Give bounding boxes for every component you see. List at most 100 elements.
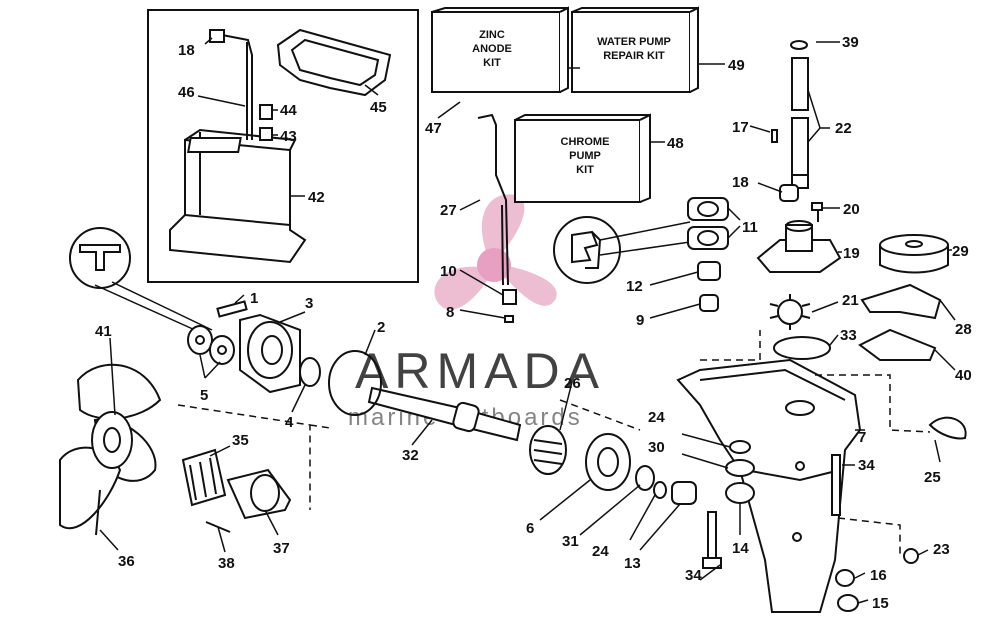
callout-11: 11 (742, 219, 758, 236)
callout-25: 25 (924, 469, 941, 486)
part-18-bushing (779, 184, 799, 202)
seal-detail-callout (69, 227, 131, 289)
callout-46: 46 (178, 84, 195, 101)
part-25-clip (928, 416, 967, 440)
part-32-propeller-shaft (367, 386, 522, 442)
part-6-forward-gear (585, 433, 631, 491)
part-31-bearing (635, 465, 655, 491)
callout-38: 38 (218, 555, 235, 572)
part-1-screw (216, 300, 248, 318)
chrome-kit-line2: PUMP (569, 150, 601, 162)
part-35-clutch-dog (181, 448, 227, 507)
callout-18-upper: 18 (178, 42, 195, 59)
zinc-kit-line2: ANODE (472, 43, 512, 55)
callout-4: 4 (285, 414, 294, 431)
callout-29: 29 (952, 243, 969, 260)
part-12-bushing (697, 261, 721, 281)
callout-26: 26 (564, 375, 581, 392)
part-42-driveshaft-housing (169, 128, 307, 264)
part-46-water-tube (221, 34, 253, 140)
part-45-gasket (276, 28, 392, 97)
part-28-plate (860, 283, 942, 320)
watermark-brand: ARMADA (355, 343, 605, 399)
callout-17: 17 (732, 119, 749, 136)
callout-16: 16 (870, 567, 887, 584)
callout-21: 21 (842, 292, 859, 309)
part-30-pinion (725, 459, 755, 477)
callout-36: 36 (118, 553, 135, 570)
callout-40: 40 (955, 367, 972, 384)
callout-49: 49 (728, 57, 745, 74)
part-20-screw (811, 202, 823, 222)
water-pump-kit-line1: WATER PUMP (597, 36, 671, 48)
callout-30: 30 (648, 439, 665, 456)
callout-31: 31 (562, 533, 579, 550)
callout-12: 12 (626, 278, 643, 295)
part-27-shift-rod (477, 113, 509, 286)
callout-20: 20 (843, 201, 860, 218)
part-9-bushing (699, 294, 719, 312)
part-37-reverse-gear (226, 468, 292, 520)
part-14-pinion-gear (725, 482, 755, 504)
callout-6: 6 (526, 520, 534, 537)
callout-14: 14 (732, 540, 749, 557)
zinc-kit-line3: KIT (483, 57, 501, 69)
part-18-grommet (209, 29, 225, 43)
part-5-seals (187, 325, 235, 365)
callout-28: 28 (955, 321, 972, 338)
callout-numbers: 1 2 3 4 5 6 7 8 9 10 11 12 13 14 15 16 1… (95, 34, 972, 612)
chrome-pump-kit-box: CHROME PUMP KIT (514, 113, 651, 203)
part-39-o-ring (790, 40, 808, 50)
callout-3: 3 (305, 295, 313, 312)
bearing-detail-callout (553, 216, 621, 284)
part-40-gasket (858, 328, 937, 361)
callout-32: 32 (402, 447, 419, 464)
part-15-screw (837, 594, 859, 612)
part-24-washer-lower (653, 481, 667, 499)
chrome-kit-line3: KIT (576, 164, 594, 176)
part-17-pin (771, 129, 778, 143)
part-3-bearing-housing (239, 313, 301, 394)
callout-37: 37 (273, 540, 290, 557)
part-33-o-ring (773, 336, 831, 360)
callout-44: 44 (280, 102, 297, 119)
part-2-o-ring (328, 350, 382, 416)
leader-lines (99, 37, 956, 604)
part-23-screw (903, 548, 919, 564)
callout-22: 22 (835, 120, 852, 137)
callout-23: 23 (933, 541, 950, 558)
callout-35: 35 (232, 432, 249, 449)
chrome-kit-line1: CHROME (561, 136, 610, 148)
callout-15: 15 (872, 595, 889, 612)
callout-10: 10 (440, 263, 457, 280)
callout-41: 41 (95, 323, 112, 340)
callout-39: 39 (842, 34, 859, 51)
part-43-grommet (259, 127, 273, 141)
callout-18-lower: 18 (732, 174, 749, 191)
callout-42: 42 (308, 189, 325, 206)
part-22-driveshaft (791, 57, 809, 189)
callout-48: 48 (667, 135, 684, 152)
water-pump-kit-line2: REPAIR KIT (603, 50, 665, 62)
callout-19: 19 (843, 245, 860, 262)
part-26-clutch-spring (529, 425, 567, 475)
part-34-stud-right (831, 454, 841, 516)
part-10-connector (502, 289, 517, 305)
part-11-bearings (687, 197, 729, 250)
callout-9: 9 (636, 312, 644, 329)
water-pump-repair-kit-box: WATER PUMP REPAIR KIT (571, 6, 699, 93)
part-13-bushing (671, 481, 697, 505)
part-16-washer (835, 569, 855, 587)
part-4-bearing (299, 357, 321, 387)
part-8-pin (504, 315, 514, 323)
callout-24-lower: 24 (592, 543, 609, 560)
inset-frame (147, 9, 419, 283)
callout-1: 1 (250, 290, 258, 307)
part-21-impeller (769, 294, 811, 330)
callout-47: 47 (425, 120, 442, 137)
callout-27: 27 (440, 202, 457, 219)
callout-24-upper: 24 (648, 409, 665, 426)
callout-13: 13 (624, 555, 641, 572)
part-29-cup (879, 234, 949, 274)
